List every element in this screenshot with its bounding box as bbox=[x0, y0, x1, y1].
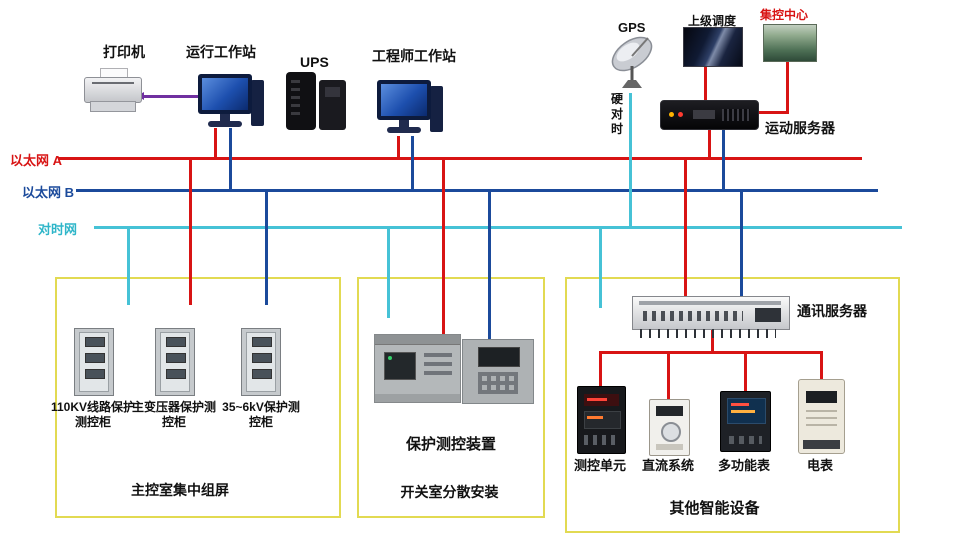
ethernet-a-bus bbox=[58, 157, 862, 160]
server-eth-a-line bbox=[708, 130, 711, 157]
comm-server-cables-icon bbox=[640, 329, 776, 338]
ups-icon bbox=[286, 72, 348, 130]
left-box-time-line bbox=[127, 229, 130, 305]
engineer-workstation-label: 工程师工作站 bbox=[372, 48, 456, 64]
server-eth-b-line bbox=[722, 130, 725, 189]
control-center-label: 集控中心 bbox=[760, 8, 809, 22]
ethernet-b-label: 以太网 B bbox=[22, 185, 75, 200]
control-center-server-line-v bbox=[786, 58, 789, 113]
ethernet-a-label: 以太网 A bbox=[10, 153, 63, 168]
dc-system-icon bbox=[649, 399, 690, 456]
main-control-room-box bbox=[55, 277, 341, 518]
left-box-eth-b-line bbox=[265, 192, 268, 305]
gps-label: GPS bbox=[618, 20, 646, 35]
ethernet-b-bus bbox=[76, 189, 878, 192]
protection-device-label: 保护测控装置 bbox=[405, 436, 496, 453]
remote-server-label: 运动服务器 bbox=[765, 120, 835, 136]
cabinet-label: 110KV线路保护测控柜 bbox=[50, 400, 136, 429]
right-box-eth-b-line bbox=[740, 192, 743, 308]
device-distribution-bus bbox=[599, 351, 823, 354]
time-net-label: 对时网 bbox=[38, 222, 78, 237]
printer-link-line bbox=[143, 95, 203, 98]
hard-time-sync-label: 硬对时 bbox=[610, 92, 623, 136]
dispatch-label: 上级调度 bbox=[688, 14, 737, 28]
mc-unit-drop-line bbox=[599, 351, 602, 386]
comm-server-label: 通讯服务器 bbox=[797, 303, 867, 319]
multifunction-meter-drop-line bbox=[744, 351, 747, 391]
operator-ws-eth-b-line bbox=[229, 128, 232, 189]
operator-ws-eth-a-line bbox=[214, 128, 217, 157]
mc-unit-label: 测控单元 bbox=[573, 458, 626, 473]
operator-workstation-label: 运行工作站 bbox=[186, 44, 256, 60]
dispatch-server-line bbox=[704, 64, 707, 100]
remote-server-icon bbox=[660, 100, 759, 130]
left-box-caption: 主控室集中组屏 bbox=[131, 482, 229, 498]
protection-device-icon bbox=[462, 339, 534, 404]
printer-icon bbox=[84, 68, 142, 112]
middle-box-caption: 开关室分散安装 bbox=[400, 484, 499, 500]
engineer-ws-eth-a-line bbox=[397, 136, 400, 157]
cabinet-icon bbox=[155, 328, 195, 396]
energy-meter-label: 电表 bbox=[806, 458, 833, 473]
control-center-server-line-h bbox=[757, 111, 789, 114]
cabinet-icon bbox=[74, 328, 114, 396]
cabinet-icon bbox=[241, 328, 281, 396]
control-center-photo bbox=[763, 24, 817, 62]
dc-system-label: 直流系统 bbox=[641, 458, 694, 473]
middle-box-eth-b-line bbox=[488, 192, 491, 340]
engineer-workstation-icon bbox=[377, 80, 443, 138]
gps-time-sync-line bbox=[629, 93, 632, 226]
energy-meter-icon bbox=[798, 379, 845, 454]
engineer-ws-eth-b-line bbox=[411, 136, 414, 189]
time-sync-bus bbox=[94, 226, 902, 229]
multifunction-meter-icon bbox=[720, 391, 771, 452]
ups-label: UPS bbox=[300, 54, 329, 70]
cabinet-label: 35~6kV保护测控柜 bbox=[222, 400, 300, 429]
dc-system-drop-line bbox=[667, 351, 670, 399]
cabinet-label: 主变压器保护测控柜 bbox=[131, 400, 216, 429]
right-box-caption: 其他智能设备 bbox=[669, 500, 760, 517]
protection-device-icon bbox=[374, 334, 461, 403]
left-box-eth-a-line bbox=[189, 160, 192, 305]
middle-box-eth-a-line bbox=[442, 160, 445, 336]
gps-dish-icon bbox=[602, 30, 666, 94]
dispatch-photo bbox=[683, 27, 743, 67]
rack-distribution-line bbox=[711, 328, 714, 351]
operator-workstation-icon bbox=[198, 74, 264, 132]
multifunction-meter-label: 多功能表 bbox=[717, 458, 770, 473]
printer-label: 打印机 bbox=[103, 44, 145, 60]
mc-unit-icon bbox=[577, 386, 626, 454]
right-box-eth-a-line bbox=[684, 160, 687, 296]
right-box-time-line bbox=[599, 229, 602, 308]
energy-meter-drop-line bbox=[820, 351, 823, 379]
middle-box-time-line bbox=[387, 229, 390, 318]
comm-server-icon bbox=[632, 296, 790, 330]
